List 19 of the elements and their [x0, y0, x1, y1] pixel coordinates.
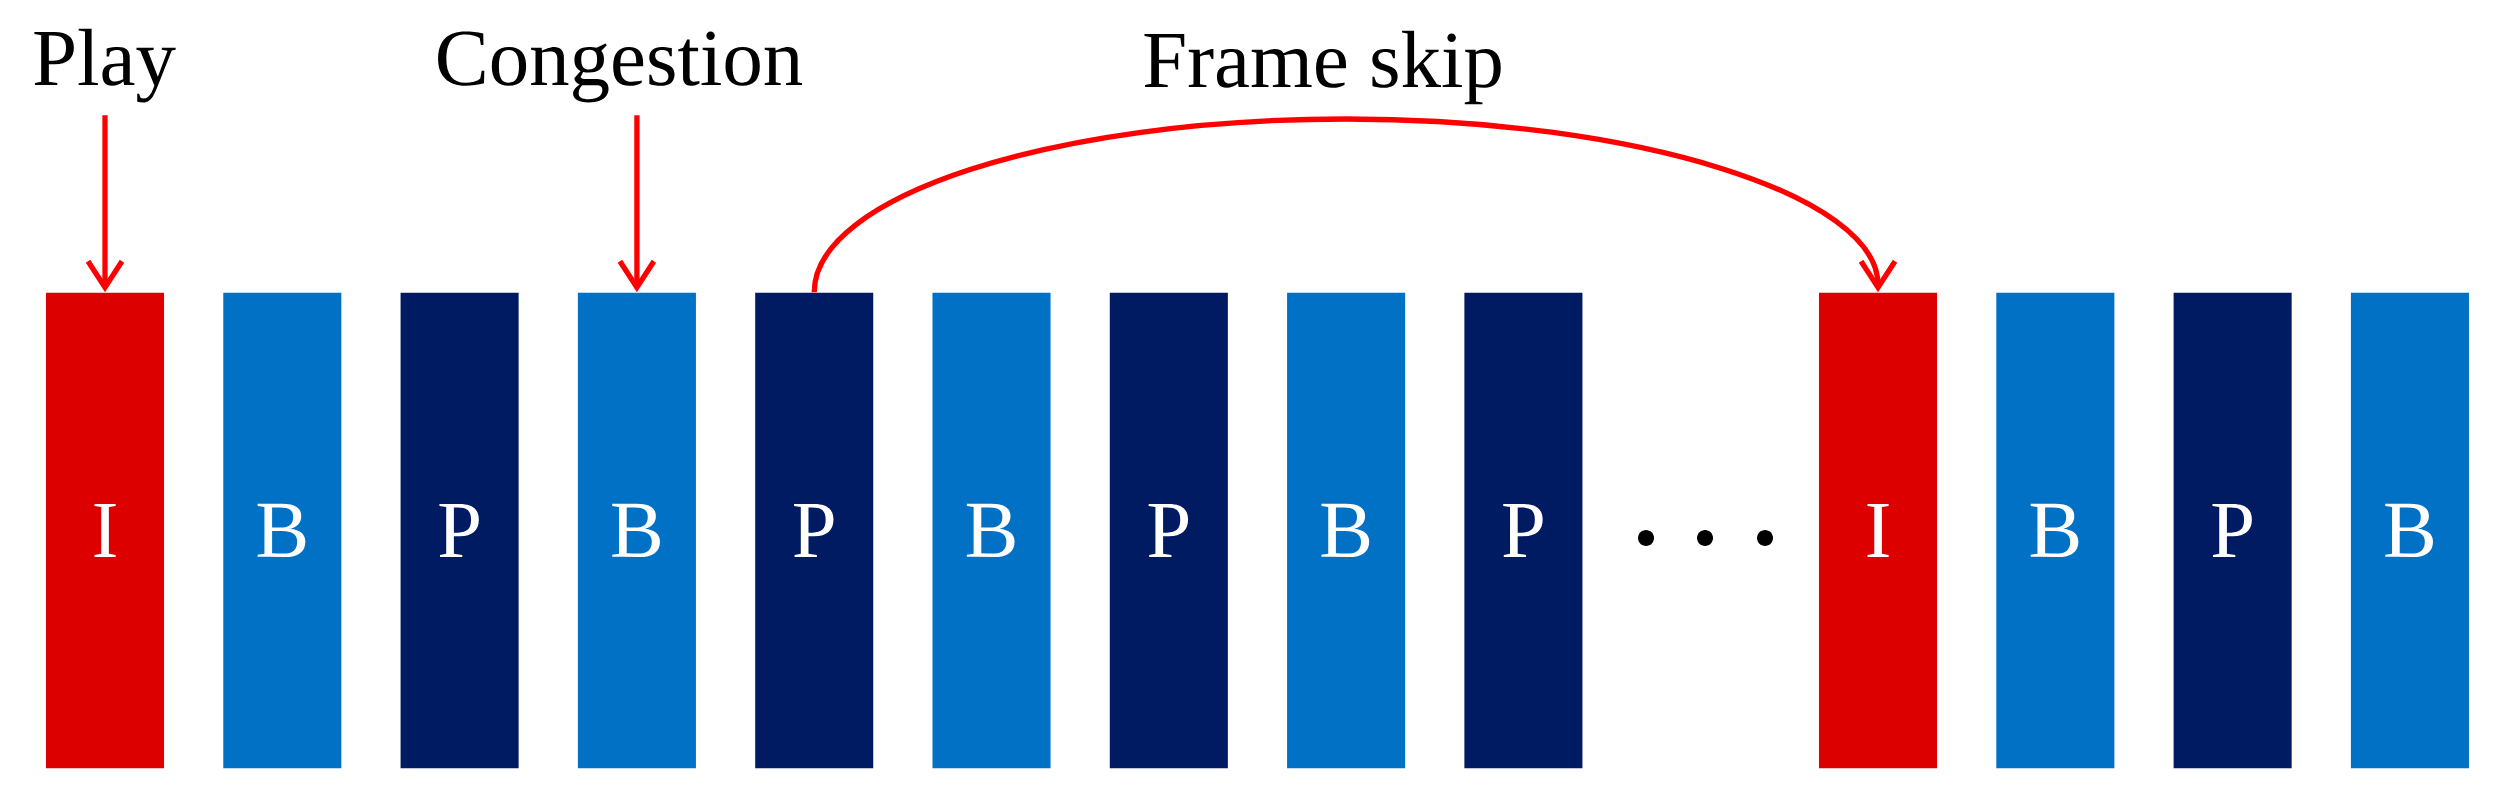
event-label: Congestion — [438, 31, 803, 103]
frame-bar: B — [2350, 292, 2469, 769]
frame-bar: P — [755, 292, 874, 769]
event-label: Play — [34, 28, 176, 103]
arrow — [617, 115, 657, 293]
frame-bar: I — [1819, 292, 1938, 769]
frame-bar: B — [932, 292, 1051, 769]
arrow — [85, 115, 125, 293]
frame-bar: I — [45, 292, 165, 769]
frame-bar: P — [400, 292, 519, 769]
frame-bar: B — [1287, 292, 1406, 769]
frame-bar: P — [1464, 292, 1583, 769]
frame-bar: P — [2173, 292, 2292, 769]
frame-bar: B — [577, 292, 696, 769]
frame-bar: B — [223, 292, 342, 769]
curved-arrow — [811, 116, 1898, 293]
edge-label: Frame skip — [1136, 24, 1510, 111]
frame-bar: P — [1109, 292, 1228, 769]
frame-bar: B — [1996, 292, 2115, 769]
